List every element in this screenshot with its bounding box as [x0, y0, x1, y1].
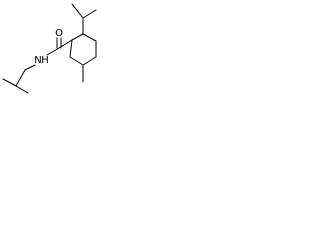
- bond-ch-methyl-right: [15, 85, 29, 94]
- carboxamide-group: O N H: [34, 28, 73, 66]
- ring-bond-c6-c1: [69, 39, 73, 58]
- bond-isopropyl-methyl-right: [82, 9, 97, 19]
- isopropyl-group: [71, 3, 97, 35]
- bond-ch2-to-ch: [15, 69, 26, 87]
- cyclohexane-ring: [69, 33, 97, 66]
- oxygen-label: O: [55, 28, 63, 39]
- ring-bond-c5-c6: [69, 56, 84, 66]
- molecule-structure-diagram: O N H: [2, 3, 97, 94]
- ring-bond-c2-c3: [82, 33, 97, 42]
- ring-bond-c4-c5: [82, 56, 97, 66]
- bond-isopropyl-methyl-left: [71, 3, 84, 19]
- bond-nitrogen-to-ch2: [24, 64, 36, 71]
- nitrogen-label: N: [34, 55, 41, 66]
- hydrogen-label: H: [41, 55, 49, 66]
- bond-carbonyl-to-nitrogen: [46, 47, 60, 56]
- bond-ch-methyl-left: [2, 78, 17, 87]
- isobutyl-group: [2, 64, 36, 94]
- ring-bond-c1-c2: [71, 33, 84, 41]
